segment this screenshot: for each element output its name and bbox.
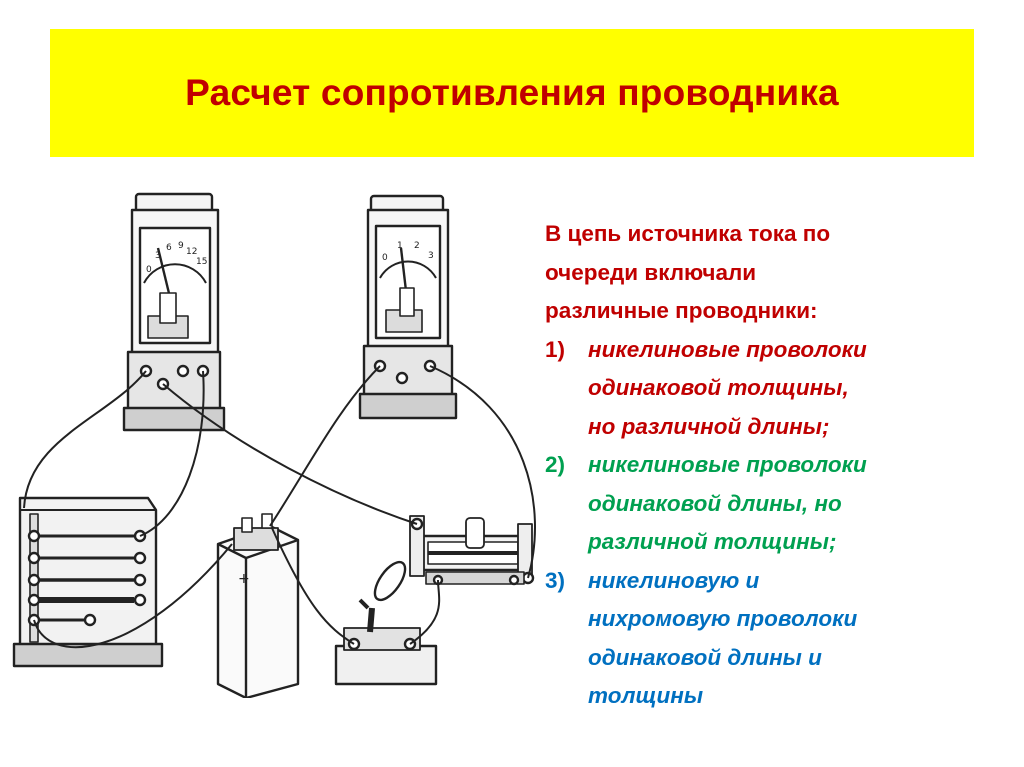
voltmeter-tick-0: 0	[146, 265, 152, 275]
intro-line: очереди включали	[545, 259, 757, 285]
conductor-list: 1) никелиновые проволоки одинаковой толщ…	[545, 331, 1005, 716]
list-line: толщины	[588, 683, 704, 708]
ammeter: 0 1 2 3	[358, 194, 458, 420]
switch	[334, 560, 438, 686]
voltmeter-tick-9: 9	[178, 241, 184, 251]
list-item-1: 1) никелиновые проволоки одинаковой толщ…	[545, 331, 1005, 447]
ammeter-tick-2: 2	[414, 241, 420, 251]
battery: +	[216, 513, 300, 698]
list-item-3: 3) никелиновую и нихромовую проволоки од…	[545, 562, 1005, 716]
rheostat	[409, 515, 535, 586]
voltmeter-tick-12: 12	[186, 247, 197, 257]
list-line: различной толщины;	[588, 529, 837, 554]
list-line: но различной длины;	[588, 413, 830, 439]
intro-line: В цепь источника тока по	[545, 221, 831, 246]
list-line: нихромовую проволоки	[588, 606, 858, 631]
circuit-illustration: 0 3 6 9 12 15 0 1	[12, 192, 536, 698]
list-line: одинаковой толщины,	[588, 375, 849, 400]
list-line: одинаковой длины и	[588, 644, 822, 670]
description-text: В цепь источника тока по очереди включал…	[545, 215, 1005, 716]
slide-title: Расчет сопротивления проводника	[185, 72, 839, 113]
list-line: никелиновую и	[588, 567, 760, 593]
list-line: никелиновые проволоки	[588, 452, 867, 477]
voltmeter-tick-6: 6	[166, 243, 172, 253]
ammeter-tick-3: 3	[428, 251, 434, 261]
battery-plus-label: +	[238, 571, 250, 587]
title-banner: Расчет сопротивления проводника	[50, 29, 974, 157]
intro-paragraph: В цепь источника тока по очереди включал…	[545, 215, 1005, 331]
voltmeter-tick-15: 15	[196, 257, 207, 267]
ammeter-tick-0: 0	[382, 253, 388, 263]
intro-line: различные проводники:	[545, 298, 818, 323]
list-number: 3)	[545, 567, 566, 593]
list-item-text: никелиновые проволоки одинаковой толщины…	[588, 331, 1005, 447]
list-number: 2)	[545, 452, 566, 477]
voltmeter-tick-3: 3	[155, 251, 161, 261]
connecting-wires	[23, 365, 536, 649]
list-item-text: никелиновую и нихромовую проволоки одина…	[588, 562, 1005, 716]
list-item-text: никелиновые проволоки одинаковой длины, …	[588, 446, 1005, 562]
list-number: 1)	[545, 336, 566, 362]
resistor-board	[12, 496, 164, 668]
list-line: никелиновые проволоки	[588, 336, 867, 362]
list-item-2: 2) никелиновые проволоки одинаковой длин…	[545, 446, 1005, 562]
ammeter-tick-1: 1	[397, 241, 403, 251]
voltmeter: 0 3 6 9 12 15	[122, 192, 226, 432]
list-line: одинаковой длины, но	[588, 490, 842, 516]
